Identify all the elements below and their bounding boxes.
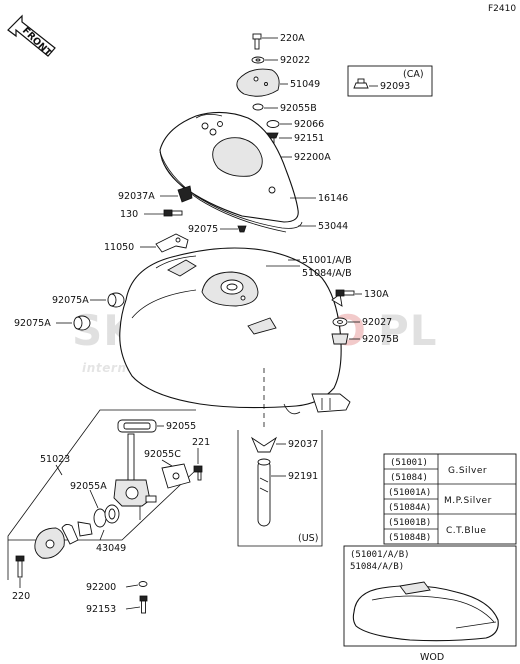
bolt-130-icon <box>163 209 183 217</box>
ca-box: (CA) 92093 <box>347 65 433 97</box>
callout-51049: 51049 <box>290 79 320 90</box>
color-table-color-1: M.P.Silver <box>444 496 492 506</box>
callout-92200: 92200 <box>86 582 116 593</box>
front-arrow-icon: FRONT <box>7 14 56 59</box>
callout-92191: 92191 <box>288 471 318 482</box>
ca-box-part: 92093 <box>380 81 410 92</box>
cap-92066-icon <box>266 120 280 128</box>
bolt-220a-icon <box>252 33 262 50</box>
lever-plate-icon <box>34 527 65 559</box>
fuel-valve-icon <box>113 433 157 520</box>
ca-box-region: (CA) <box>403 69 424 80</box>
callout-92055c: 92055C <box>144 449 181 460</box>
wod-tank-icon <box>352 581 499 642</box>
callout-11050: 11050 <box>104 242 134 253</box>
wod-box: (51001/A/B) 51084/A/B) WOD <box>343 545 517 663</box>
color-table-code-4: (51001B) <box>388 518 431 528</box>
callout-92037: 92037 <box>288 439 318 450</box>
wod-box-line2: 51084/A/B) <box>350 562 404 572</box>
wod-box-footer: WOD <box>420 652 444 663</box>
us-box: (US) 92037 92191 <box>237 430 323 547</box>
us-box-region: (US) <box>298 533 318 544</box>
callout-51001: 51001/A/B <box>302 255 352 266</box>
callout-16146: 16146 <box>318 193 348 204</box>
watermark-brand-suffix: PL <box>378 306 438 355</box>
callout-92055b: 92055B <box>280 103 317 114</box>
clip-92037a-icon <box>177 185 193 203</box>
filter-43049-icon <box>104 504 120 524</box>
callout-43049: 43049 <box>96 543 126 554</box>
damper-92075-icon <box>237 225 247 233</box>
callout-92075a-lower: 92075A <box>14 318 51 329</box>
callout-92153: 92153 <box>86 604 116 615</box>
callout-51023: 51023 <box>40 454 70 465</box>
callout-220a: 220A <box>280 33 305 44</box>
callout-92037a: 92037A <box>118 191 155 202</box>
diagram-code: F2410 <box>488 4 516 14</box>
cover-51049-icon <box>236 68 280 97</box>
color-table: (51001) (51084) (51001A) (51084A) (51001… <box>383 453 517 545</box>
color-table-code-0: (51001) <box>390 458 428 468</box>
color-table-color-2: C.T.Blue <box>446 526 486 536</box>
screw-220-icon <box>15 555 25 578</box>
color-table-code-2: (51001A) <box>388 488 431 498</box>
callout-130: 130 <box>120 209 138 220</box>
callout-130a: 130A <box>364 289 389 300</box>
trim-53044-icon <box>159 151 303 233</box>
callout-53044: 53044 <box>318 221 348 232</box>
washer-92022-icon <box>251 56 265 64</box>
callout-92200a: 92200A <box>294 152 331 163</box>
panel-16146-icon <box>159 111 299 223</box>
color-table-code-3: (51084A) <box>388 503 431 513</box>
washer-92200-icon <box>138 581 148 587</box>
hose-92191-icon <box>257 458 271 527</box>
callout-92027: 92027 <box>362 317 392 328</box>
fuel-lever-icon <box>61 521 93 545</box>
bolt-92153-icon <box>139 595 148 614</box>
washer-92027-icon <box>332 317 348 327</box>
damper-92075b-icon <box>331 333 349 345</box>
callout-92075b: 92075B <box>362 334 399 345</box>
callout-51084: 51084/A/B <box>302 268 352 279</box>
callout-92055: 92055 <box>166 421 196 432</box>
callout-92075: 92075 <box>188 224 218 235</box>
screw-221-icon <box>193 465 203 481</box>
fuel-tank-icon <box>119 247 351 430</box>
clamp-92037-icon <box>250 436 278 453</box>
color-table-code-1: (51084) <box>390 473 428 483</box>
callout-92022: 92022 <box>280 55 310 66</box>
grommet-92055b-icon <box>252 103 264 111</box>
wod-box-line1: (51001/A/B) <box>350 550 410 560</box>
bracket-11050-icon <box>155 233 189 253</box>
color-table-code-5: (51084B) <box>388 533 431 543</box>
damper-92075a-upper-icon <box>107 292 125 308</box>
nut-92093-icon <box>353 78 369 89</box>
callout-92075a-upper: 92075A <box>52 295 89 306</box>
cover-92055c-icon <box>161 463 191 489</box>
callout-92066: 92066 <box>294 119 324 130</box>
fuel-cock-frame <box>7 409 197 580</box>
oring-92055a-icon <box>93 508 107 528</box>
callout-92151: 92151 <box>294 133 324 144</box>
gasket-92055-icon <box>117 419 157 433</box>
bolt-130a-icon <box>335 289 355 297</box>
damper-92075a-lower-icon <box>73 315 91 331</box>
callout-221: 221 <box>192 437 210 448</box>
color-table-color-0: G.Silver <box>448 466 487 476</box>
callout-92055a: 92055A <box>70 481 107 492</box>
callout-220: 220 <box>12 591 30 602</box>
